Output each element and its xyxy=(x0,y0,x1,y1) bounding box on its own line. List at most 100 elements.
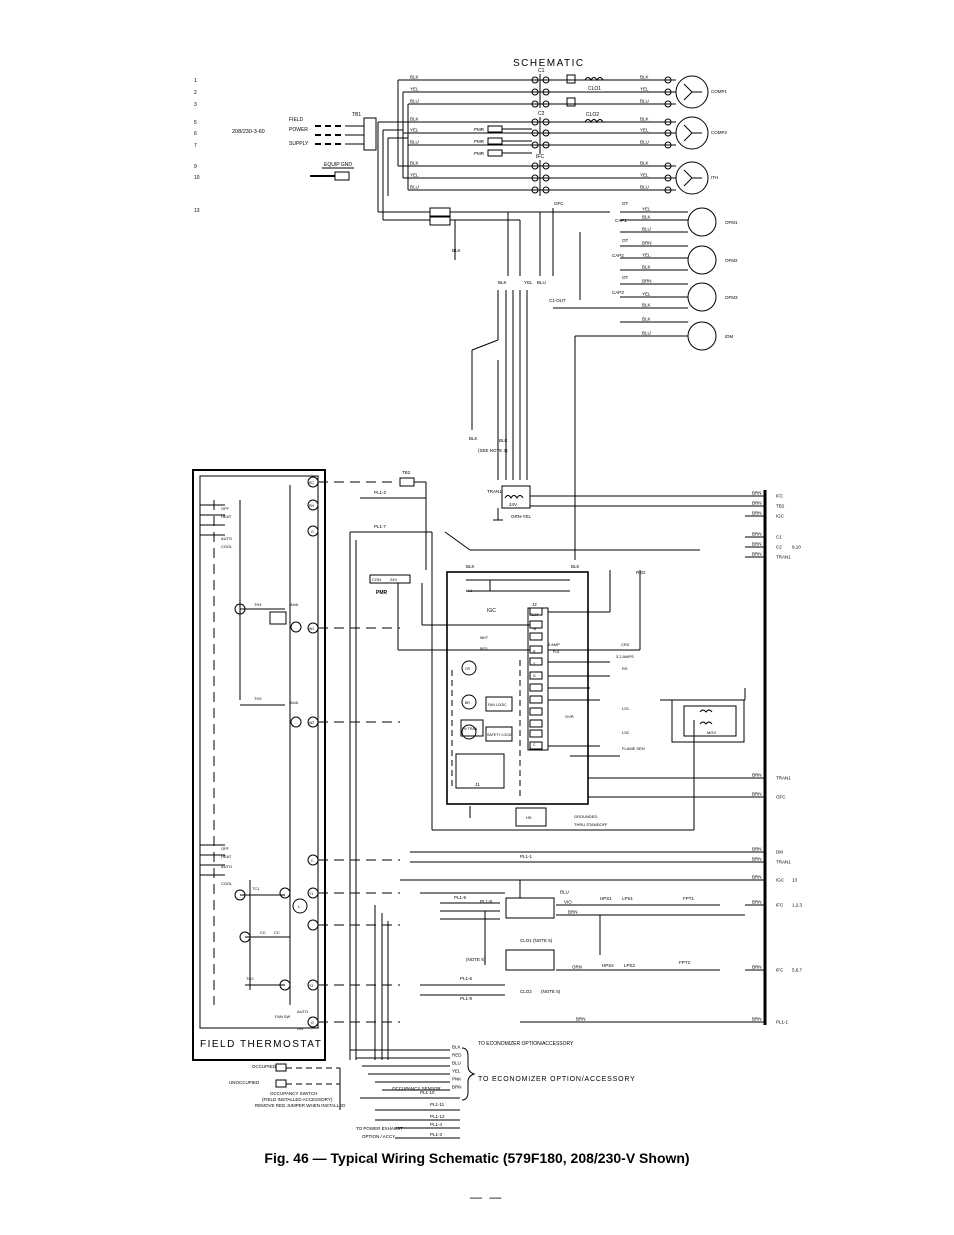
igc-ls2: LS2 xyxy=(622,730,630,735)
wire-label: BRN xyxy=(752,965,762,970)
bus-extra: 13 xyxy=(792,878,798,883)
contactor-terminal xyxy=(531,118,539,126)
ot-label-3: OT xyxy=(622,275,629,280)
igc-pin-box xyxy=(529,657,543,666)
wire-label: BRN xyxy=(642,279,652,284)
contactor-terminal xyxy=(542,162,550,170)
pmr-label-1: PMR xyxy=(474,127,485,132)
line-number: 9 xyxy=(194,164,197,170)
wire-label: BLK xyxy=(466,564,475,569)
economizer-wire-label: YEL xyxy=(452,1069,461,1074)
economizer-wire-label: BRN xyxy=(452,1085,462,1090)
bus-label: TRAN1 xyxy=(776,555,791,560)
tstat-cc-1: CC xyxy=(260,930,266,935)
bus-label: IFC xyxy=(776,494,784,499)
occupancy-switch-2: (FIELD INSTALLED ACCESSORY) xyxy=(262,1097,333,1102)
plug-pl1-1: PL1-1 xyxy=(520,854,533,859)
bus-label: IGC xyxy=(776,514,785,519)
wire-label: BRN xyxy=(752,542,762,547)
wire-label: BLK xyxy=(410,117,419,122)
see-note-3: (SEE NOTE 3) xyxy=(478,448,508,453)
safety-lps2: LPS2 xyxy=(624,963,636,968)
igc-pin-box xyxy=(529,683,543,692)
economizer-wire-label: PNK xyxy=(452,1077,461,1082)
fan-mode-auto: AUTO xyxy=(297,1009,308,1014)
bus-label: TRAN1 xyxy=(776,860,791,865)
contactor-terminal xyxy=(542,141,550,149)
motor-ith: ITH xyxy=(711,175,718,180)
tstat-th2: TH2 xyxy=(254,696,262,701)
wire-label: YEL xyxy=(640,128,649,133)
contactor-terminal xyxy=(531,100,539,108)
plug-pl1-10: PL1-10 xyxy=(420,1090,435,1095)
wire-label: BLK xyxy=(498,280,507,285)
field-label-line-3: SUPPLY xyxy=(289,141,309,147)
power-exhaust-2: OPTION / ACCY xyxy=(362,1134,395,1139)
contactor-terminal xyxy=(531,174,539,182)
wire-label: YEL xyxy=(642,207,651,212)
clo2-label: CLO2 xyxy=(586,112,599,118)
wire-label: BLU xyxy=(560,890,569,895)
economizer-label-2: TO ECONOMIZER OPTION/ACCESSORY xyxy=(478,1076,636,1083)
wire-label: BLK xyxy=(571,564,580,569)
igc-pin-box xyxy=(529,607,543,616)
igc-pin-y: Y xyxy=(533,662,536,666)
mode-top-auto: AUTO xyxy=(221,536,232,541)
bus-extra: 1,2,3 xyxy=(792,903,803,908)
wire-label: BLU xyxy=(640,185,649,190)
wire-label: ORN xyxy=(572,965,582,970)
contactor-terminal xyxy=(531,162,539,170)
wire-label: BLK xyxy=(640,161,649,166)
wire-label: YEL xyxy=(410,173,419,178)
tstat-cc-2: CC xyxy=(274,930,280,935)
igc-pin-box xyxy=(529,741,543,750)
cap2-label: CAP2 xyxy=(612,253,624,258)
power-exhaust-1: TO POWER EXHAUST xyxy=(356,1126,403,1131)
safety-clo2: CLO2 xyxy=(520,989,532,994)
motor-terminal xyxy=(664,186,672,194)
wire-label: BRN xyxy=(576,1017,586,1022)
ofm1-label: OFM1 xyxy=(725,220,738,225)
igc-br: BR xyxy=(465,701,470,705)
wire-label: BRN xyxy=(752,900,762,905)
safety-clo1: CLO1 (NOTE 5) xyxy=(520,938,553,943)
igc-pin-box xyxy=(529,632,543,641)
contactor-terminal xyxy=(531,186,539,194)
bus-label: DM xyxy=(776,850,783,855)
contactor-c1: C1 xyxy=(538,68,545,74)
bus-label: TRAN1 xyxy=(776,776,791,781)
wire-label: BRN xyxy=(752,792,762,797)
safety-note5: (NOTE 5) xyxy=(541,989,561,994)
bus-label: OFC xyxy=(776,795,786,800)
tb2-label: TB2 xyxy=(402,470,411,475)
igc-fan-logic: FAN LOGIC xyxy=(488,703,507,707)
igc-pin-box xyxy=(529,729,543,738)
igc-cr3-rating: 3.2 AMPS xyxy=(616,654,634,659)
igc-pin-wht: WHT xyxy=(480,636,489,640)
fan-sw-label: FAN SW xyxy=(275,1014,291,1019)
tstat-terminal-o: O xyxy=(311,530,314,534)
wire-label: YEL xyxy=(640,173,649,178)
igc-rs: RS xyxy=(622,666,628,671)
igc-pin-red: RED xyxy=(480,647,488,651)
igc-safety-logic: SAFETY LOGIC xyxy=(487,733,513,737)
igc-fuse-rating: 5 AMP xyxy=(548,642,560,647)
motor-terminal xyxy=(664,162,672,170)
safety-lps1: LPS1 xyxy=(622,896,634,901)
field-supply-voltage: 208/230-3-60 xyxy=(232,129,265,135)
igc-mgv: MGV xyxy=(707,730,716,735)
ofm2-label: OFM2 xyxy=(725,258,738,263)
igc-hs: HS xyxy=(526,815,532,820)
wire-label: BRN xyxy=(752,532,762,537)
wire-label: BRN xyxy=(752,491,762,496)
bus-extra: 9,10 xyxy=(792,545,801,550)
wire-label: YEL xyxy=(642,253,651,258)
page-marker: — — xyxy=(470,1190,504,1204)
igc-pin-box xyxy=(529,620,543,629)
contactor-terminal xyxy=(531,129,539,137)
igc-l1: L1 xyxy=(468,588,473,593)
figure-caption: Fig. 46 — Typical Wiring Schematic (579F… xyxy=(264,1150,690,1166)
plug-pl1-12: PL1-12 xyxy=(430,1114,445,1119)
tstat-th1: TH1 xyxy=(254,602,262,607)
contactor-terminal xyxy=(542,100,550,108)
